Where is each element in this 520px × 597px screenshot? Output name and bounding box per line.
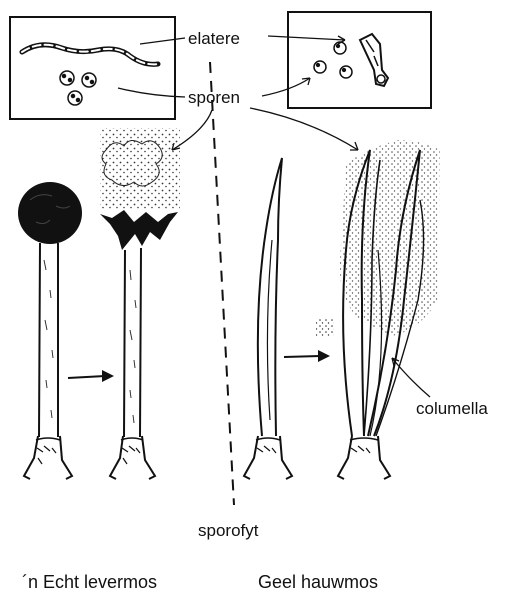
leader-columella [392, 358, 430, 397]
arrow-liverwort [68, 370, 114, 382]
leader-elatere-left [140, 38, 185, 44]
liverwort-spores [60, 71, 96, 105]
label-sporen: sporen [188, 88, 240, 107]
caption-hornwort: Geel hauwmos [258, 572, 378, 592]
leader-elatere-right [268, 36, 345, 40]
hornwort-spores [314, 42, 352, 78]
liverwort-sporophyte-open [100, 128, 180, 479]
label-sporofyt: sporofyt [198, 521, 259, 540]
leader-sporen-down-right [250, 108, 358, 150]
liverwort-inset [10, 17, 175, 119]
leader-sporen-right [262, 78, 310, 96]
label-elatere: elatere [188, 29, 240, 48]
arrow-hornwort [284, 350, 330, 362]
hornwort-sporophyte-open [316, 140, 440, 479]
hornwort-inset [288, 12, 431, 108]
liverwort-sporophyte-closed [18, 182, 82, 479]
hornwort-sporophyte-closed [244, 158, 292, 479]
caption-liverwort: ´n Echt levermos [22, 572, 157, 592]
divider-line [210, 62, 234, 505]
label-columella: columella [416, 399, 488, 418]
